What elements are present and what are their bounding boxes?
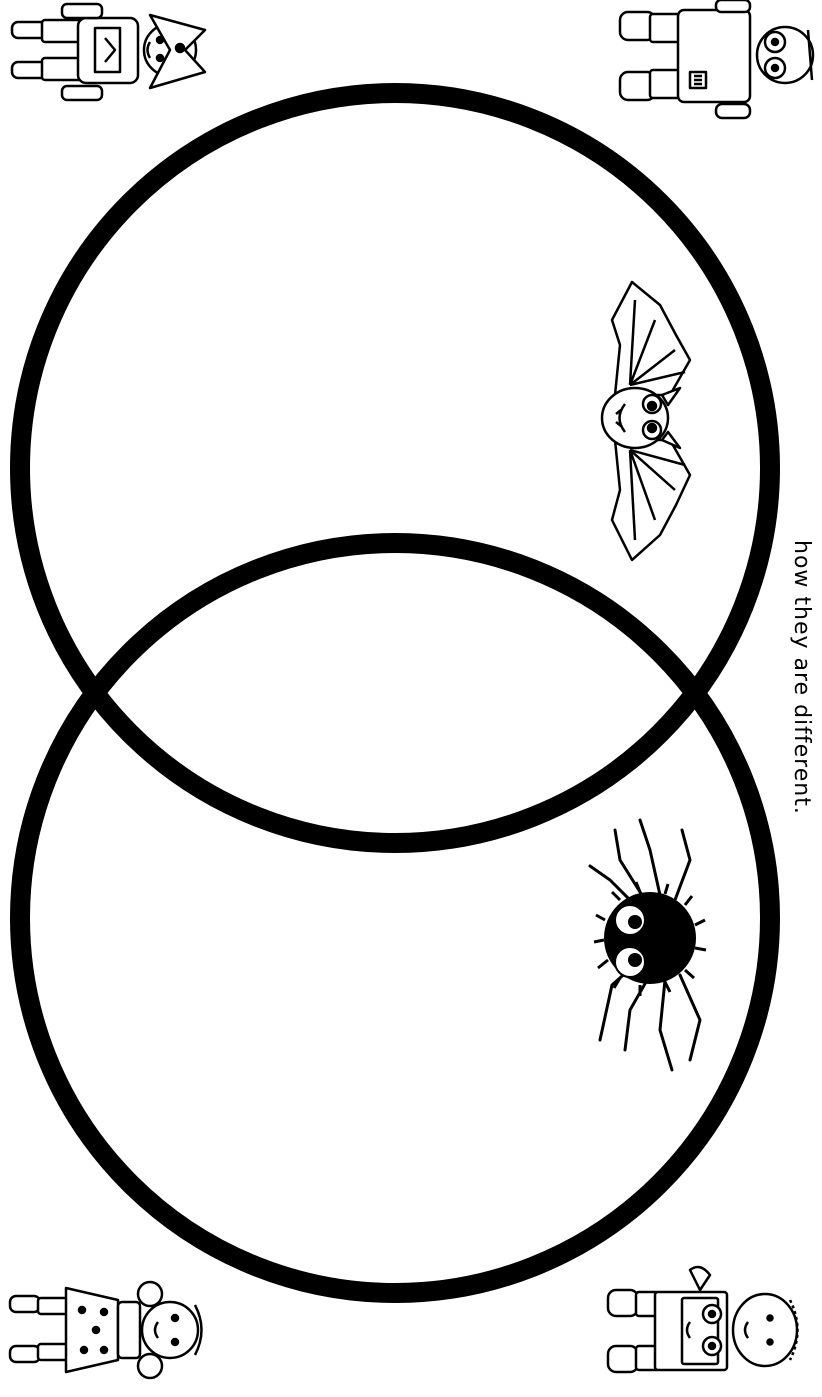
boy-in-box-costume-icon: [608, 1267, 798, 1372]
pirate-kid-icon: [12, 4, 205, 100]
bat-icon: [602, 282, 690, 560]
instruction-text: how they are different.: [790, 540, 812, 815]
girl-with-pigtails-icon: [10, 1282, 202, 1378]
scientist-kid-icon: [620, 0, 813, 118]
spider-icon: [590, 820, 706, 1070]
